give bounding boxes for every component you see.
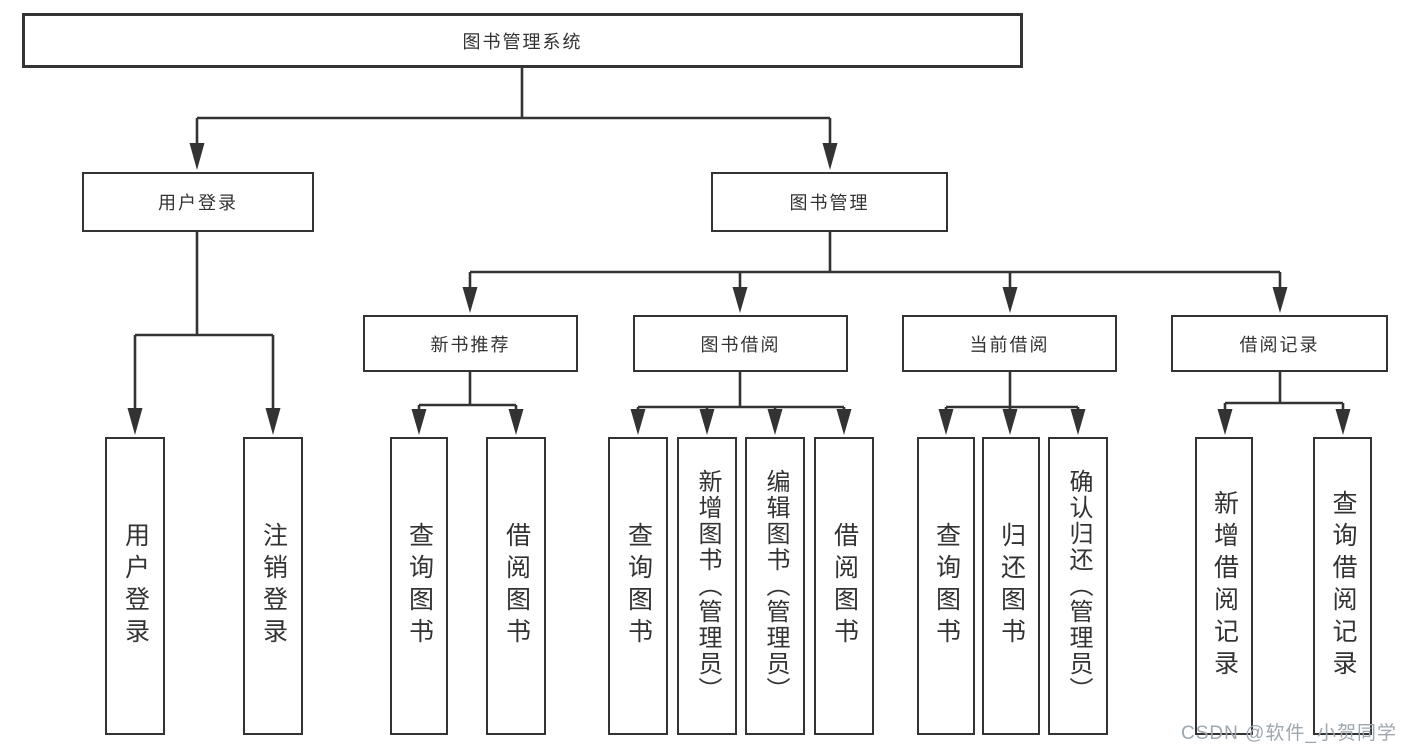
leaf-logout: 注销登录 bbox=[243, 437, 303, 735]
leaf-label: 查询图书 bbox=[932, 522, 961, 650]
leaf-borrow-books-recommend: 借阅图书 bbox=[486, 437, 546, 735]
connector-bookmgmt-to-level2 bbox=[468, 232, 1282, 292]
leaf-query-books-current: 查询图书 bbox=[917, 437, 975, 735]
leaf-borrow-books: 借阅图书 bbox=[814, 437, 874, 735]
connector-root-to-level1 bbox=[195, 68, 832, 148]
leaf-add-books-admin: 新增图书（管理员） bbox=[677, 437, 737, 735]
leaf-confirm-return-admin: 确认归还（管理员） bbox=[1048, 437, 1108, 735]
leaf-add-borrow-record: 新增借阅记录 bbox=[1195, 437, 1253, 735]
node-book-management-label: 图书管理 bbox=[789, 193, 870, 213]
leaf-query-borrow-record: 查询借阅记录 bbox=[1313, 437, 1372, 735]
connector-bookborrow-to-leaves bbox=[636, 372, 846, 414]
leaf-user-login: 用户登录 bbox=[105, 437, 165, 735]
node-current-borrow: 当前借阅 bbox=[902, 315, 1117, 372]
leaf-label: 归还图书 bbox=[997, 522, 1026, 650]
leaf-query-books-recommend: 查询图书 bbox=[390, 437, 448, 735]
leaf-edit-books-admin: 编辑图书（管理员） bbox=[745, 437, 805, 735]
node-current-borrow-label: 当前借阅 bbox=[969, 334, 1050, 355]
connector-userlogin-to-leaves bbox=[133, 232, 275, 414]
leaf-label: 查询图书 bbox=[624, 522, 653, 650]
node-root-label: 图书管理系统 bbox=[462, 31, 583, 52]
leaf-label: 新增借阅记录 bbox=[1210, 490, 1239, 682]
node-root: 图书管理系统 bbox=[22, 13, 1023, 68]
leaf-label: 用户登录 bbox=[121, 522, 150, 650]
node-user-login-label: 用户登录 bbox=[158, 193, 238, 213]
leaf-label: 确认归还（管理员） bbox=[1065, 469, 1092, 703]
node-new-book-recommend-label: 新书推荐 bbox=[430, 334, 511, 355]
node-borrow-records-label: 借阅记录 bbox=[1239, 334, 1320, 355]
leaf-label: 注销登录 bbox=[259, 522, 288, 650]
leaf-label: 借阅图书 bbox=[502, 522, 531, 650]
node-book-borrow-label: 图书借阅 bbox=[700, 334, 781, 355]
leaf-label: 借阅图书 bbox=[830, 522, 859, 650]
connector-records-to-leaves bbox=[1223, 372, 1345, 414]
node-new-book-recommend: 新书推荐 bbox=[363, 315, 578, 372]
leaf-query-books-borrow: 查询图书 bbox=[608, 437, 668, 735]
leaf-return-books: 归还图书 bbox=[982, 437, 1040, 735]
node-book-management: 图书管理 bbox=[711, 172, 948, 232]
csdn-watermark: CSDN @软件_小贺同学 bbox=[1181, 723, 1397, 744]
leaf-label: 查询图书 bbox=[405, 522, 434, 650]
leaf-label: 查询借阅记录 bbox=[1329, 490, 1357, 682]
connector-newbook-to-leaves bbox=[417, 372, 518, 414]
node-borrow-records: 借阅记录 bbox=[1171, 315, 1388, 372]
leaf-label: 编辑图书（管理员） bbox=[762, 469, 789, 703]
node-book-borrow: 图书借阅 bbox=[633, 315, 848, 372]
leaf-label: 新增图书（管理员） bbox=[694, 469, 721, 703]
node-user-login: 用户登录 bbox=[82, 172, 314, 232]
connector-currentborrow-to-leaves bbox=[944, 372, 1080, 414]
